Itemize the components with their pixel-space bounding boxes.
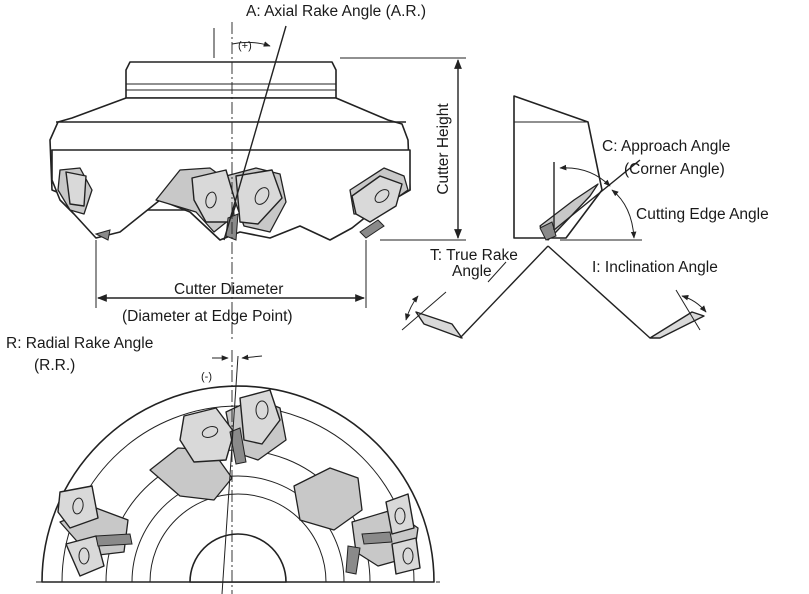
axial-rake-sign: (+) bbox=[238, 40, 252, 52]
radial-rake-line bbox=[221, 355, 239, 594]
radial-rake-sign: (-) bbox=[201, 371, 212, 383]
axial-rake-arc bbox=[231, 41, 271, 47]
corner-angle-label: (Corner Angle) bbox=[624, 161, 725, 178]
radial-rake-arrow-right bbox=[241, 354, 263, 361]
approach-angle-label: C: Approach Angle bbox=[602, 138, 731, 155]
axial-rake-line bbox=[223, 25, 287, 241]
cutter-diameter-label: Cutter Diameter bbox=[174, 281, 284, 298]
axial-rake-label: A: Axial Rake Angle (A.R.) bbox=[246, 3, 427, 20]
diameter-at-edge-label: (Diameter at Edge Point) bbox=[122, 308, 293, 325]
rake-inclination-detail bbox=[401, 245, 707, 339]
cutter-front-view bbox=[41, 385, 435, 583]
true-rake-label-line2: Angle bbox=[452, 263, 492, 280]
cutter-diameter-dimension bbox=[95, 240, 367, 308]
cutter-side-view bbox=[49, 61, 411, 241]
approach-angle-detail bbox=[513, 95, 642, 241]
inclination-angle-label: I: Inclination Angle bbox=[592, 259, 718, 276]
cutter-height-label: Cutter Height bbox=[435, 103, 452, 195]
true-rake-label-line1: T: True Rake bbox=[430, 247, 518, 264]
radial-rake-label-line2: (R.R.) bbox=[34, 357, 76, 374]
radial-rake-label-line1: R: Radial Rake Angle bbox=[6, 335, 154, 352]
cutting-edge-angle-label: Cutting Edge Angle bbox=[636, 206, 769, 223]
cutter-height-dimension bbox=[340, 57, 466, 241]
